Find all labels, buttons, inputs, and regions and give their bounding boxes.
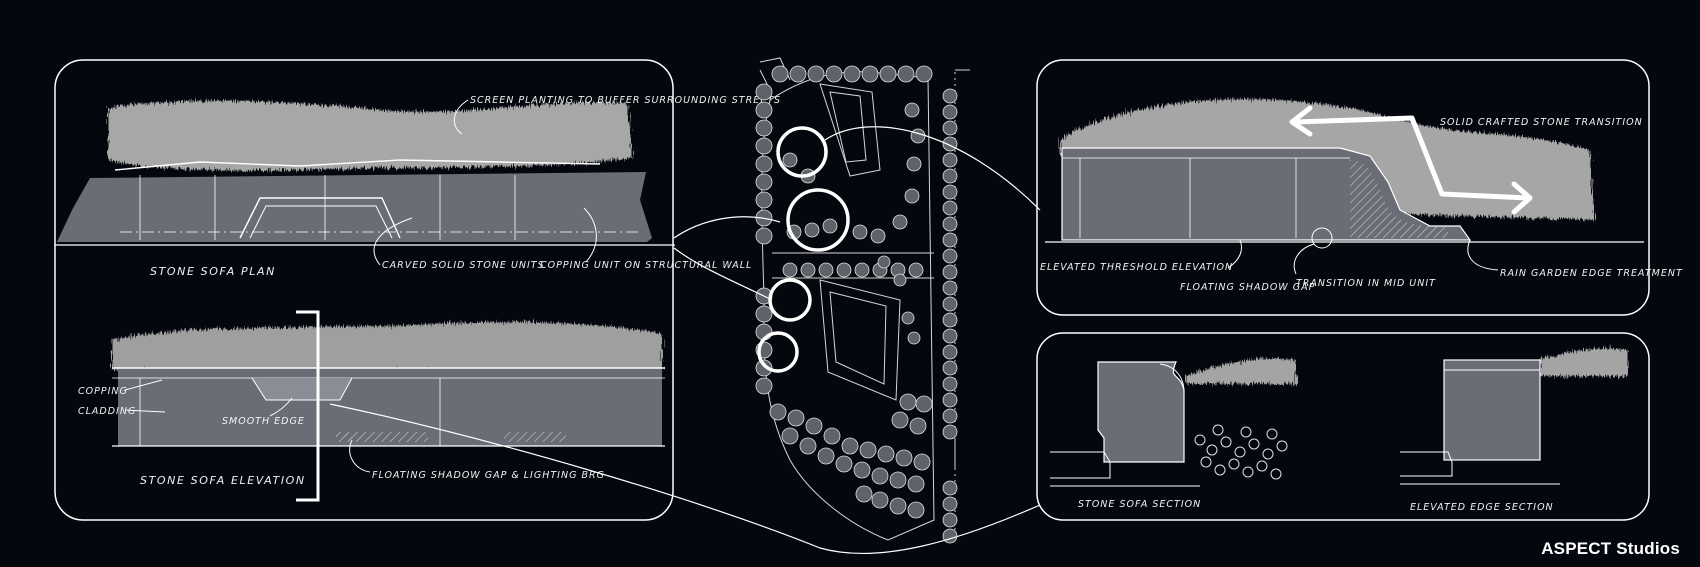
threshold-elevation-panel: SOLID CRAFTED STONE TRANSITION ELEVATED …	[1036, 59, 1683, 316]
threshold-wall	[1045, 105, 1644, 249]
elevation-note-cladding: CLADDING	[78, 406, 136, 417]
elevated-edge-section	[1400, 348, 1628, 485]
panel-frame-bottom-right	[1036, 332, 1650, 521]
callout-leader-lines	[329, 126, 1041, 554]
site-plan-callouts	[757, 126, 850, 373]
threshold-note-elevation: ELEVATED THRESHOLD ELEVATION	[1040, 262, 1233, 273]
section-label-stone-sofa: STONE SOFA SECTION	[1078, 499, 1201, 510]
elevation-note-shadow-gap: FLOATING SHADOW GAP & LIGHTING BRG	[372, 470, 605, 481]
elevation-note-copping: COPPING	[78, 386, 128, 397]
panel-frame-top-right	[1036, 59, 1650, 316]
plan-title: STONE SOFA PLAN	[150, 265, 276, 278]
site-tree-canopies	[755, 65, 958, 544]
callout-threshold	[776, 126, 828, 178]
elevation-note-smooth-edge: SMOOTH EDGE	[222, 416, 305, 427]
threshold-note-rain-garden: RAIN GARDEN EDGE TREATMENT	[1500, 268, 1683, 279]
threshold-note-shadow-gap: FLOATING SHADOW GAP	[1180, 282, 1315, 293]
sections-panel: STONE SOFA SECTION ELEVATED EDGE SECTION	[1036, 332, 1650, 521]
elevation-title: STONE SOFA ELEVATION	[140, 474, 306, 487]
elevation-grass-mass	[112, 322, 662, 370]
plan-wall	[55, 159, 675, 246]
movement-arrow-icon	[1293, 115, 1531, 201]
brand-logo: ASPECT Studios	[1541, 539, 1680, 558]
stone-sofa-section	[1050, 358, 1296, 487]
section-cut-marker	[296, 310, 320, 502]
elevation-wall	[112, 367, 665, 447]
gravel-mulch	[1194, 424, 1288, 480]
site-building-blocks	[772, 83, 934, 401]
section-label-elevated-edge: ELEVATED EDGE SECTION	[1410, 502, 1554, 513]
callout-edge	[757, 331, 799, 373]
plan-elevation-panel: STONE SOFA PLAN SCREEN PLANTING TO BUFFE…	[54, 59, 781, 521]
plan-grass-mass	[108, 100, 632, 171]
plan-note-copping-unit: COPPING UNIT ON STRUCTURAL WALL	[540, 260, 752, 271]
callout-stone-sofa	[786, 188, 850, 252]
threshold-note-stone-transition: SOLID CRAFTED STONE TRANSITION	[1440, 117, 1643, 128]
carved-seat-outline	[239, 197, 401, 239]
plan-note-carved-units: CARVED SOLID STONE UNITS	[382, 260, 545, 271]
panel-frame-left	[54, 59, 674, 521]
threshold-note-transition: TRANSITION IN MID UNIT	[1296, 278, 1436, 289]
callout-plan	[768, 278, 812, 322]
plan-note-screen-planting: SCREEN PLANTING TO BUFFER SURROUNDING ST…	[470, 95, 781, 106]
site-plan	[755, 57, 970, 544]
